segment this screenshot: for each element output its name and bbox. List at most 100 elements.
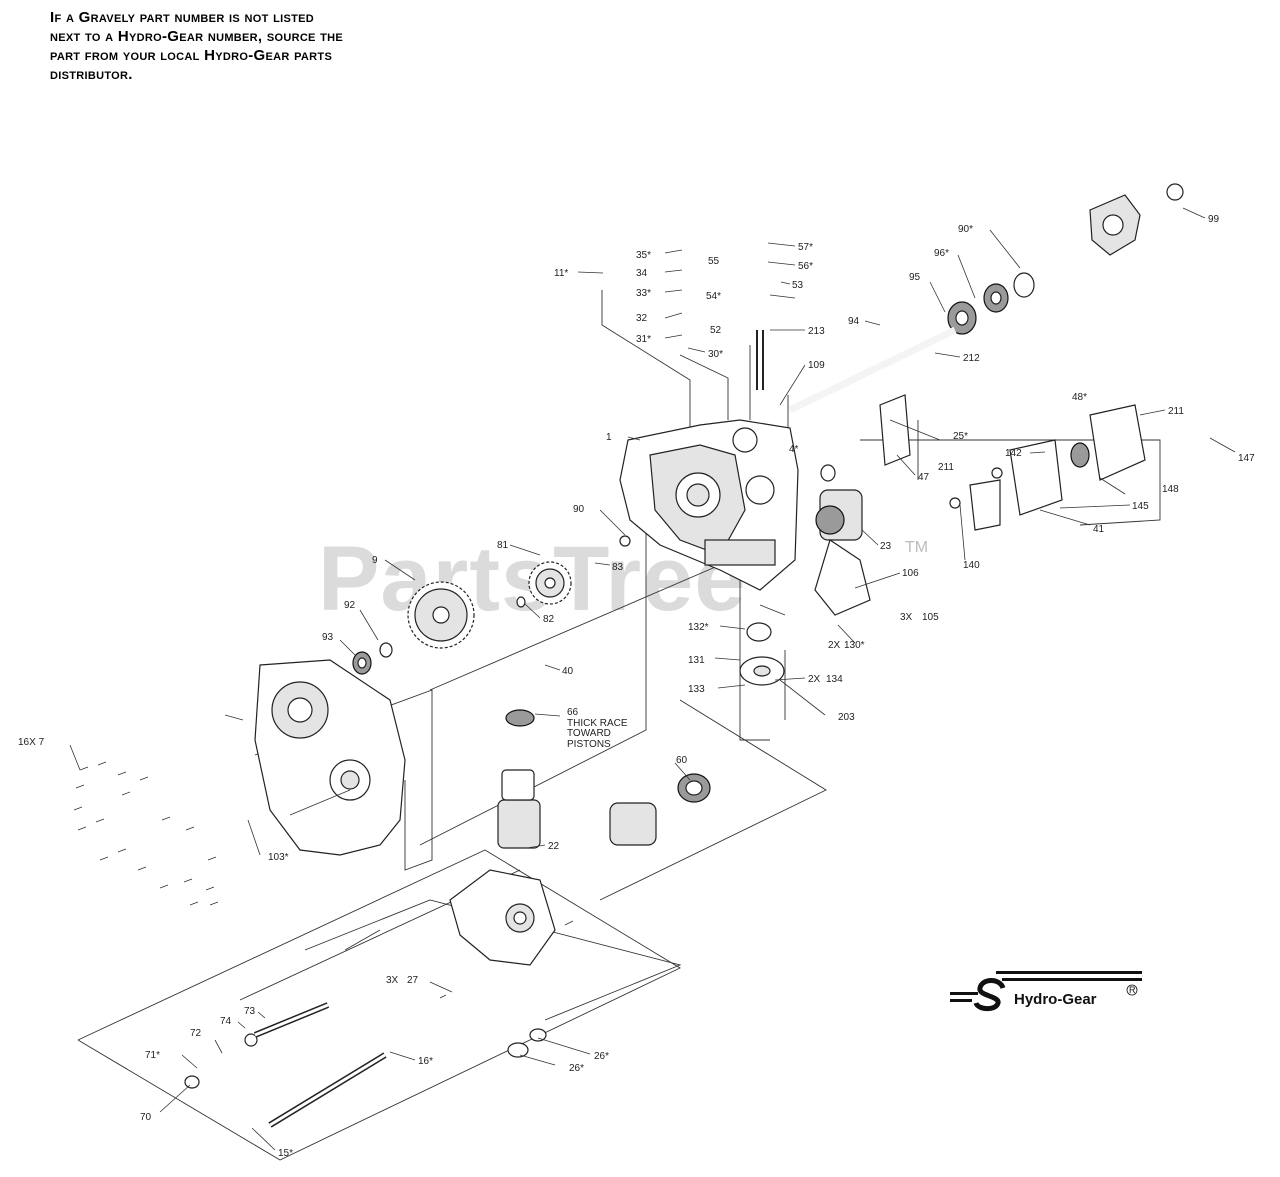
callout-31: 31* [636, 334, 651, 345]
callout-105-prefix: 3X [900, 612, 913, 623]
callout-54: 54* [706, 291, 721, 302]
callout-15: 15* [278, 1148, 293, 1159]
callout-105: 105 [922, 612, 939, 623]
callout-140: 140 [963, 560, 980, 571]
callout-9: 9 [372, 555, 378, 566]
gear-81 [528, 561, 572, 605]
callout-132: 132* [688, 622, 709, 633]
callout-35: 35* [636, 250, 651, 261]
callout-labels: 35* 34 33* 32 31* 30* 11* 55 57* 56* 54*… [18, 214, 1255, 1159]
bolts-grid [73, 761, 574, 999]
callout-33: 33* [636, 288, 651, 299]
callout-23: 23 [880, 541, 892, 552]
callout-66-note-2: TOWARD [567, 728, 611, 739]
callout-53: 53 [792, 280, 804, 291]
hydro-gear-wordmark: Hydro-Gear [1014, 991, 1097, 1008]
callout-213: 213 [808, 326, 825, 337]
callout-16: 16* [418, 1056, 433, 1067]
callout-16x7: 16X 7 [18, 737, 45, 748]
callout-66: 66 [567, 707, 579, 718]
callout-48: 48* [1072, 392, 1087, 403]
callout-99: 99 [1208, 214, 1220, 225]
registered-mark: R [1129, 985, 1136, 995]
callout-211-b: 211 [938, 462, 954, 473]
callout-134: 134 [826, 674, 843, 685]
callout-82: 82 [543, 614, 555, 625]
callout-40: 40 [562, 666, 574, 677]
callout-74: 74 [220, 1016, 232, 1027]
main-housing [619, 419, 799, 591]
note-line-3: part from your local Hydro-Gear parts [50, 47, 333, 64]
callout-131: 131 [688, 655, 705, 666]
callout-211-a: 211 [1168, 406, 1184, 417]
callout-134-prefix: 2X [808, 674, 821, 685]
callout-52: 52 [710, 325, 722, 336]
callout-22: 22 [548, 841, 560, 852]
callout-66-note-3: PISTONS [567, 739, 611, 750]
callout-109: 109 [808, 360, 825, 371]
registered-mark-icon [1126, 984, 1138, 996]
callout-73: 73 [244, 1006, 256, 1017]
callout-27-prefix: 3X [386, 975, 399, 986]
callout-34: 34 [636, 268, 648, 279]
callout-106: 106 [902, 568, 919, 579]
brake-assembly [814, 394, 1146, 616]
note-line-1: If a Gravely part number is not listed [50, 9, 314, 26]
callout-57: 57* [798, 242, 813, 253]
callout-147: 147 [1238, 453, 1255, 464]
callout-56: 56* [798, 261, 813, 272]
callout-25: 25* [953, 431, 968, 442]
callout-90-lower: 90 [573, 504, 585, 515]
input-shafts [253, 330, 764, 1128]
axle-shaft-94 [788, 326, 957, 414]
callout-71: 71* [145, 1050, 160, 1061]
leader-lines [69, 207, 1236, 1151]
hydro-gear-s-icon [973, 978, 1006, 1012]
large-gear-9 [407, 581, 475, 649]
callout-55: 55 [708, 256, 720, 267]
callout-130: 130* [844, 640, 865, 651]
callout-26-b: 26* [569, 1063, 584, 1074]
callout-92: 92 [344, 600, 356, 611]
callout-95: 95 [909, 272, 921, 283]
callout-1: 1 [606, 432, 612, 443]
watermark-trademark: TM [905, 539, 928, 556]
callout-41: 41 [1093, 524, 1105, 535]
callout-26-a: 26* [594, 1051, 609, 1062]
callout-103: 103* [268, 852, 289, 863]
callout-94: 94 [848, 316, 860, 327]
callout-30: 30* [708, 349, 723, 360]
callout-148: 148 [1162, 484, 1179, 495]
callout-142: 142 [1005, 448, 1022, 459]
callout-60: 60 [676, 755, 688, 766]
center-section [449, 869, 556, 966]
callout-27: 27 [407, 975, 419, 986]
housing-cover [254, 659, 406, 856]
callout-90: 90* [958, 224, 973, 235]
parts-source-note: If a Gravely part number is not listed n… [50, 8, 480, 84]
callout-93: 93 [322, 632, 334, 643]
note-line-4: distributor. [50, 66, 133, 83]
callout-145: 145 [1132, 501, 1149, 512]
callout-4: 4* [789, 444, 799, 455]
bearings-and-washers [184, 183, 1184, 1089]
callout-32: 32 [636, 313, 648, 324]
callout-70: 70 [140, 1112, 152, 1123]
callout-130-prefix: 2X [828, 640, 841, 651]
callout-212: 212 [963, 353, 980, 364]
callout-203: 203 [838, 712, 855, 723]
charge-pump [739, 656, 785, 686]
callout-47: 47 [918, 472, 930, 483]
callout-81: 81 [497, 540, 509, 551]
callout-66-note-1: THICK RACE [567, 718, 628, 729]
hydro-gear-logo: Hydro-Gear R [950, 971, 1142, 1012]
callout-96: 96* [934, 248, 949, 259]
hub-flange [1089, 194, 1141, 256]
callout-133: 133 [688, 684, 705, 695]
cylinder-blocks [497, 769, 657, 849]
callout-83: 83 [612, 562, 624, 573]
callout-72: 72 [190, 1028, 202, 1039]
callout-11: 11* [554, 268, 568, 279]
note-line-2: next to a Hydro-Gear number, source the [50, 28, 344, 45]
